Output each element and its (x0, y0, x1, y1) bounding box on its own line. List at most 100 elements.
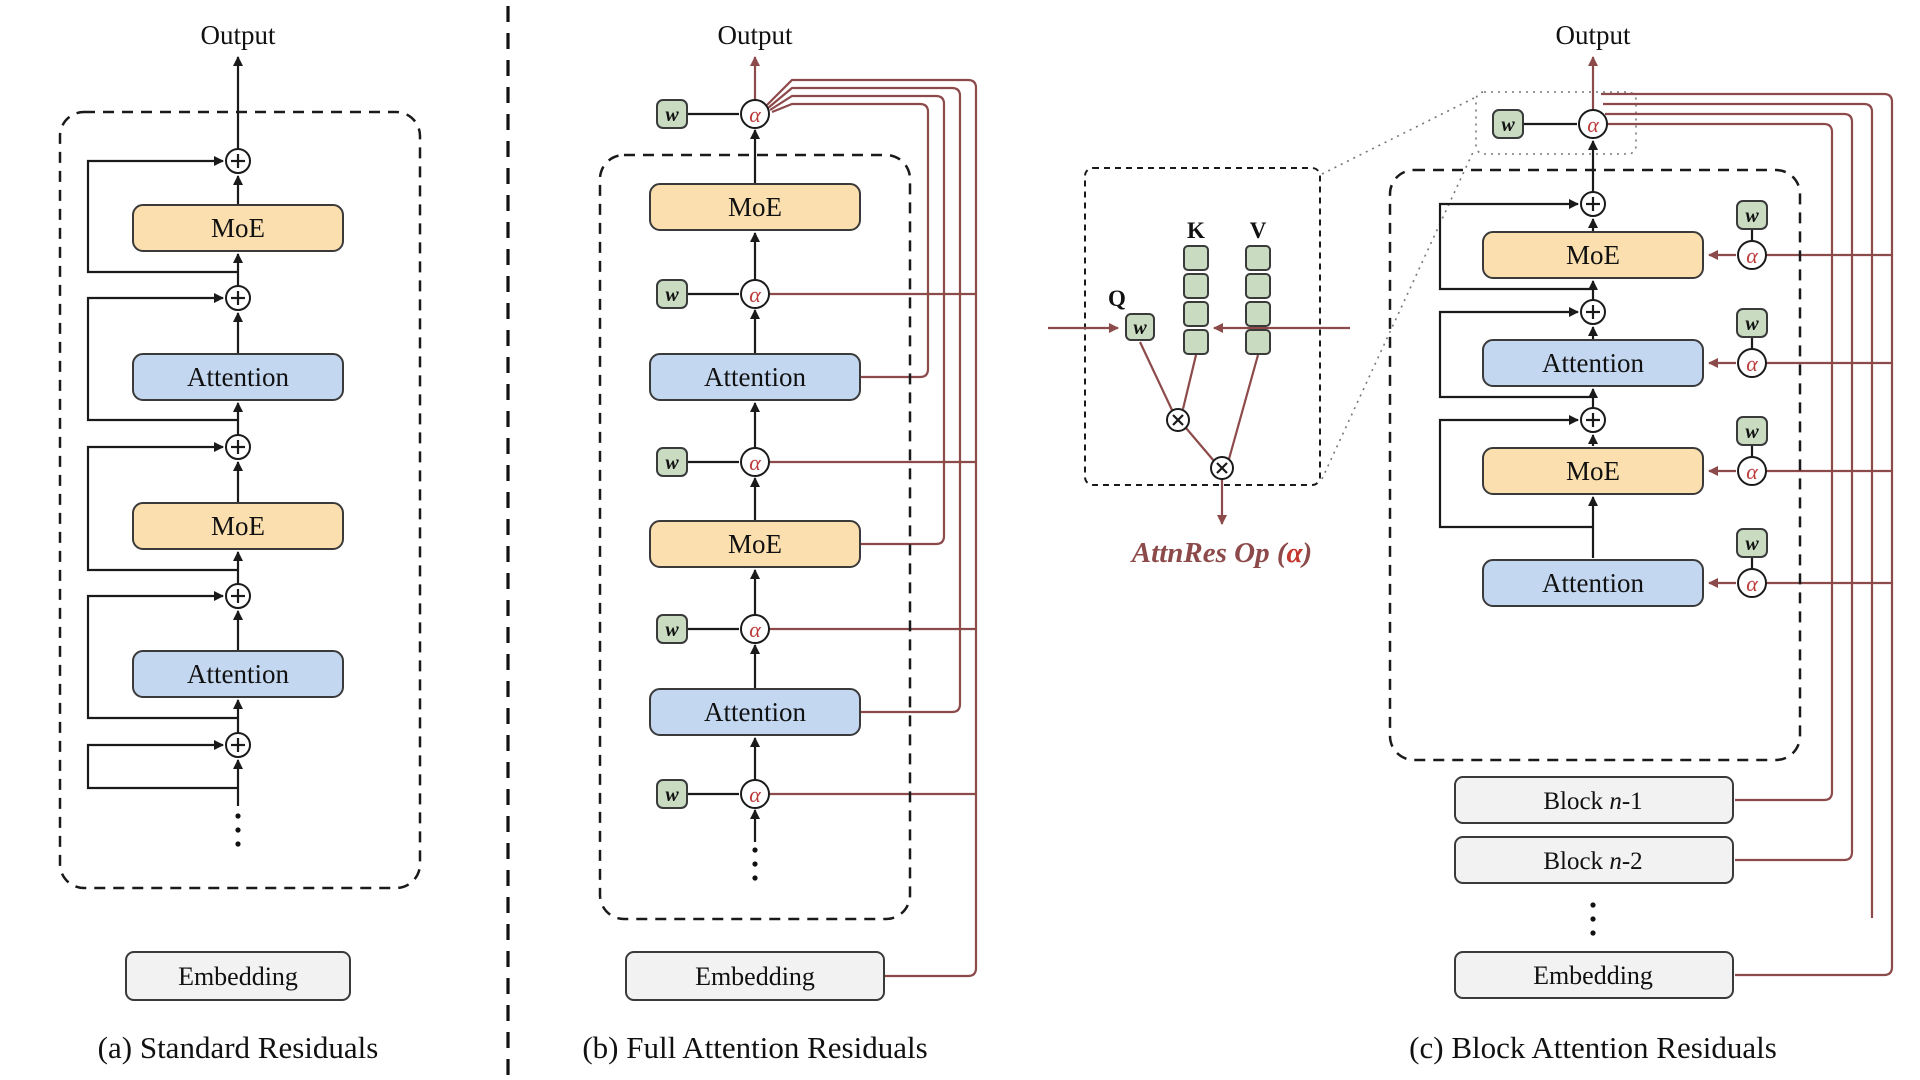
alpha-node: α (740, 447, 770, 477)
svg-text:Embedding: Embedding (1533, 961, 1653, 990)
add-icon (225, 583, 251, 609)
svg-text:w: w (1745, 533, 1759, 555)
vertical-ellipsis (1590, 902, 1596, 936)
weight-box: w (656, 99, 688, 129)
moe-block: MoE (649, 183, 861, 231)
svg-text:w: w (1501, 114, 1515, 136)
prev-block: Block n-2 (1454, 836, 1734, 884)
weight-box: w (1736, 200, 1768, 230)
zoom-guide-line (1321, 97, 1475, 175)
add-icon (1580, 191, 1606, 217)
q-label: Q (1108, 286, 1126, 311)
svg-text:Attention: Attention (1542, 568, 1644, 598)
weight-alpha-pair: w α (656, 779, 770, 809)
op-line (1227, 354, 1260, 460)
svg-text:w: w (1745, 205, 1759, 227)
vertical-ellipsis (752, 847, 758, 881)
svg-text:Block n-1: Block n-1 (1543, 788, 1642, 815)
svg-text:Block n-2: Block n-2 (1543, 848, 1642, 875)
v-label: V (1250, 218, 1267, 243)
svg-text:Embedding: Embedding (695, 962, 815, 991)
weight-box: w (1125, 313, 1155, 341)
panel-c: Output MoE Attention (1388, 20, 1894, 1065)
svg-text:w: w (665, 452, 679, 474)
alpha-node: α (740, 614, 770, 644)
alpha-node: α (1737, 568, 1767, 598)
attention-block: Attention (1482, 339, 1704, 387)
svg-text:Attention: Attention (1542, 348, 1644, 378)
caption: (b) Full Attention Residuals (582, 1030, 927, 1065)
output-label: Output (200, 20, 276, 50)
embedding-block: Embedding (625, 951, 885, 1001)
svg-text:w: w (1745, 421, 1759, 443)
skip-connection (86, 293, 238, 422)
residual-line (1603, 102, 1874, 918)
svg-text:Embedding: Embedding (178, 962, 298, 991)
residual-line (771, 102, 930, 379)
weight-box: w (1736, 416, 1768, 446)
prev-block: Block n-1 (1454, 776, 1734, 824)
svg-text:Attention: Attention (704, 362, 806, 392)
svg-text:w: w (665, 284, 679, 306)
alpha-node: α (740, 279, 770, 309)
svg-text:MoE: MoE (1566, 456, 1620, 486)
svg-text:α: α (749, 102, 761, 127)
multiply-icon (1166, 408, 1190, 432)
attention-block: Attention (132, 650, 344, 698)
transformer-boundary (58, 110, 422, 890)
skip-connection (86, 591, 238, 720)
weight-alpha-pair: w α (1708, 528, 1768, 598)
add-icon (1580, 299, 1606, 325)
attention-block: Attention (132, 353, 344, 401)
alpha-node: α (1578, 109, 1608, 139)
weight-alpha-pair: w α (1708, 308, 1768, 378)
svg-text:w: w (1745, 313, 1759, 335)
op-line (1139, 341, 1173, 411)
alpha-node: α (740, 779, 770, 809)
add-icon (1580, 407, 1606, 433)
op-line (1181, 354, 1198, 410)
weight-box: w (656, 779, 688, 809)
attention-block: Attention (649, 688, 861, 736)
weight-alpha-pair: w α (656, 279, 770, 309)
moe-block: MoE (649, 520, 861, 568)
svg-text:w: w (665, 784, 679, 806)
vertical-ellipsis (235, 813, 241, 847)
embedding-block: Embedding (1454, 951, 1734, 999)
svg-text:α: α (749, 282, 761, 307)
svg-text:α: α (749, 450, 761, 475)
weight-alpha-pair: w α (1708, 200, 1768, 270)
skip-connection (1438, 307, 1593, 399)
svg-text:Attention: Attention (187, 362, 289, 392)
svg-text:α: α (749, 617, 761, 642)
skip-connection (86, 442, 238, 572)
residual-line (1601, 92, 1894, 977)
residual-line (1607, 122, 1834, 802)
weight-alpha-pair: w α (656, 447, 770, 477)
svg-text:w: w (665, 104, 679, 126)
svg-text:MoE: MoE (211, 213, 265, 243)
weight-alpha-pair: w α (656, 614, 770, 644)
moe-block: MoE (132, 502, 344, 550)
svg-text:MoE: MoE (1566, 240, 1620, 270)
op-label: AttnRes Op (α) (1130, 537, 1312, 569)
residual-line (767, 86, 962, 714)
weight-box: w (656, 447, 688, 477)
weight-box: w (1492, 109, 1524, 139)
svg-text:w: w (665, 619, 679, 641)
weight-alpha-pair: w α (1492, 109, 1608, 139)
alpha-node: α (1737, 348, 1767, 378)
residual-line (1605, 112, 1854, 862)
caption: (c) Block Attention Residuals (1409, 1030, 1777, 1065)
add-icon (225, 434, 251, 460)
weight-box: w (1736, 308, 1768, 338)
embedding-block: Embedding (125, 951, 351, 1001)
svg-text:α: α (1746, 351, 1758, 376)
zoom-target-outline (1475, 91, 1637, 155)
svg-text:Attention: Attention (704, 697, 806, 727)
moe-block: MoE (1482, 447, 1704, 495)
multiply-icon (1210, 456, 1234, 480)
block-boundary (1388, 168, 1802, 762)
